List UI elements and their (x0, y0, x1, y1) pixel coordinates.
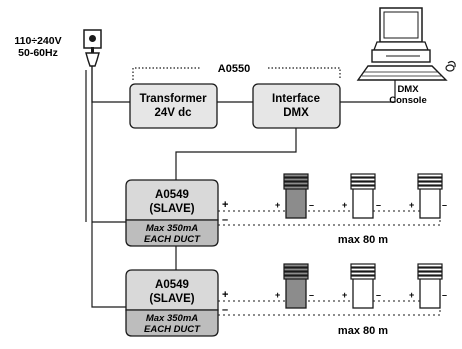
slave-2-lamp-1-icon (283, 263, 309, 309)
power-frequency-label: 50-60Hz (18, 47, 58, 59)
slave-1-name: A0549 (155, 189, 189, 201)
slave-1-lamp-1-minus: – (309, 200, 314, 210)
console-label-line2: Console (389, 95, 426, 106)
power-voltage-label: 110÷240V (14, 35, 61, 47)
slave-2-distance-label: max 80 m (338, 325, 388, 337)
interface-label-line2: DMX (283, 107, 309, 119)
power-plug-icon (85, 52, 100, 67)
transformer-label-line2: 24V dc (154, 107, 192, 119)
slave-2-lamp-2-plus: + (342, 290, 347, 300)
slave-2-minus-sign: – (222, 304, 228, 316)
slave-2-lamp-3-plus: + (409, 290, 414, 300)
slave-2-lamp-2-minus: – (376, 290, 381, 300)
interface-console-line (340, 80, 396, 103)
power-feed-line (91, 66, 126, 308)
slave-1-role: (SLAVE) (149, 203, 194, 215)
slave-2-name: A0549 (155, 279, 189, 291)
slave-1-limit-line2: EACH DUCT (144, 234, 201, 245)
slave-1-lamp-2-icon (350, 173, 376, 219)
slave-2-lamp-1-plus: + (275, 290, 280, 300)
transformer-label-line1: Transformer (139, 93, 207, 105)
slave-2-minus-wire (218, 301, 441, 316)
slave-1-minus-wire (218, 211, 441, 226)
slave-2-plus-sign: + (222, 289, 228, 301)
slave-2-lamp-3-minus: – (442, 290, 447, 300)
slave-2-lamp-3-icon (417, 263, 443, 309)
slave-1-distance-label: max 80 m (338, 234, 388, 246)
slave-1-plus-sign: + (222, 199, 228, 211)
slave-2-lamp-1-minus: – (309, 290, 314, 300)
slave-1-lamp-3-icon (417, 173, 443, 219)
interface-label-line1: Interface (272, 93, 320, 105)
slave-1-lamp-3-minus: – (442, 200, 447, 210)
slave-1-minus-sign: – (222, 214, 228, 226)
slave-unit-1 (125, 179, 219, 247)
slave-1-lamp-2-minus: – (376, 200, 381, 210)
a0550-label: A0550 (218, 63, 250, 75)
power-socket-icon (83, 29, 102, 53)
slave-2-lamp-2-icon (350, 263, 376, 309)
slave-2-limit-line2: EACH DUCT (144, 324, 201, 335)
dmx-bus-line (175, 128, 297, 180)
slave-1-limit-line1: Max 350mA (146, 223, 198, 234)
slave-1-lamp-1-icon (283, 173, 309, 219)
slave-1-lamp-1-plus: + (275, 200, 280, 210)
slave-2-limit-line1: Max 350mA (146, 313, 198, 324)
console-label-line1: DMX (397, 84, 419, 95)
slave-unit-2 (125, 269, 219, 337)
a0550-group-bracket (132, 67, 341, 80)
slave-1-lamp-2-plus: + (342, 200, 347, 210)
slave-1-lamp-3-plus: + (409, 200, 414, 210)
slave-2-role: (SLAVE) (149, 293, 194, 305)
transformer-box (129, 83, 218, 129)
power-cord-line (91, 66, 130, 103)
computer-console-icon (356, 7, 456, 81)
interface-dmx-box (252, 83, 341, 129)
